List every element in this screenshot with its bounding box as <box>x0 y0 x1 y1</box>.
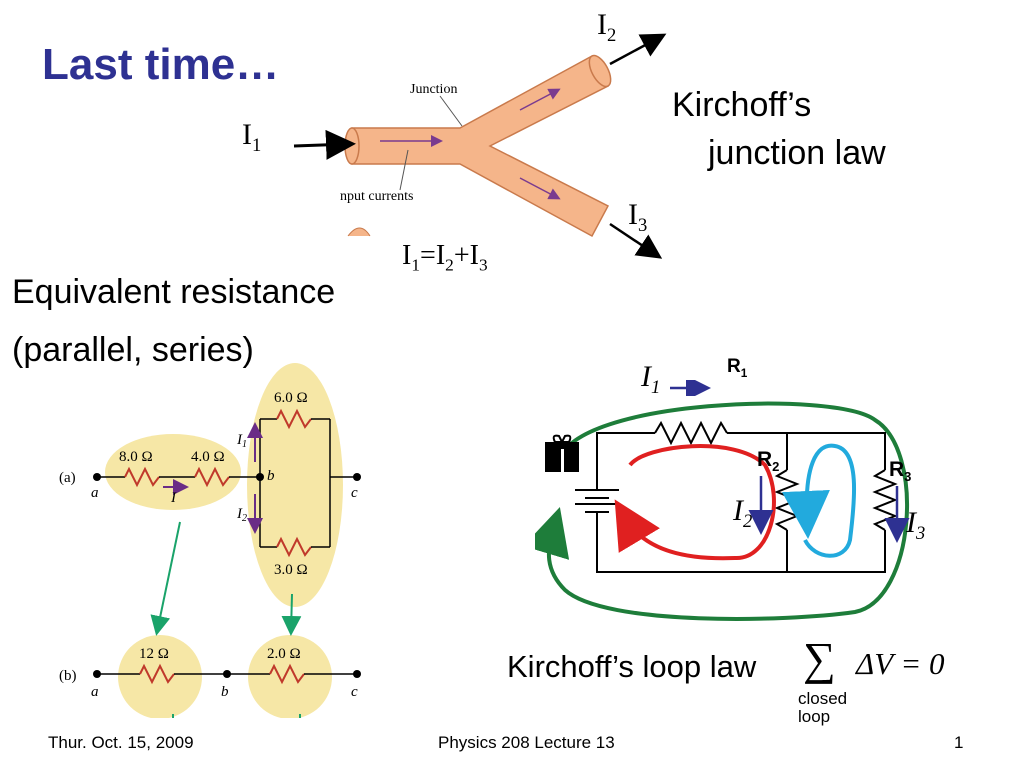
node-b-b: b <box>221 684 229 700</box>
r3-label: R3 <box>889 458 912 485</box>
loop-i2-label: I2 <box>733 494 753 532</box>
r12-highlight <box>118 635 202 718</box>
fig-b-label: (b) <box>59 668 77 684</box>
resistor-network-figure: (a) (b) a b c a b c 8.0 Ω 4.0 Ω 6.0 Ω 3.… <box>59 363 361 718</box>
current-i-label: I <box>170 490 177 506</box>
loop-formula: ΔV = 0 <box>856 646 945 681</box>
r3-label: 3.0 Ω <box>274 562 308 578</box>
node-c: c <box>351 485 358 501</box>
loop-circuit-figure <box>535 401 910 621</box>
loop-law-label: Kirchoff’s loop law <box>507 649 757 684</box>
footer-date: Thur. Oct. 15, 2009 <box>48 733 194 752</box>
r12-label: 12 Ω <box>139 646 169 662</box>
node-c-b: c <box>351 684 358 700</box>
gift-icon <box>545 434 579 472</box>
junction-equation: I1=I2+I3 <box>402 240 488 275</box>
closed-loop-path <box>535 401 909 621</box>
node-a: a <box>91 485 99 501</box>
fig-i2-label: I2 <box>236 506 247 524</box>
footer-page-number: 1 <box>954 733 964 752</box>
r2-highlight <box>248 635 332 718</box>
i1-current-arrow <box>670 380 711 396</box>
cyan-loop-path <box>781 443 857 558</box>
i1-arrow <box>293 129 356 160</box>
r2-label: 2.0 Ω <box>267 646 301 662</box>
junction-label: Junction <box>410 82 457 97</box>
slide-title: Last time… <box>42 40 280 89</box>
r8-label: 8.0 Ω <box>119 449 153 465</box>
series-highlight <box>105 434 241 510</box>
node-b: b <box>267 468 275 484</box>
equiv-resistance-heading: Equivalent resistance <box>12 273 336 311</box>
r6-label: 6.0 Ω <box>274 390 308 406</box>
i3-arrow <box>609 222 663 259</box>
parallel-highlight <box>247 363 343 607</box>
i2-label: I2 <box>597 8 617 46</box>
fig-a-label: (a) <box>59 470 76 486</box>
loop-i3-label: I3 <box>906 506 926 544</box>
fig-i1-label: I1 <box>236 432 247 450</box>
sum-symbol: ∑ <box>803 633 836 684</box>
r1-label: R1 <box>727 356 748 380</box>
r4-label: 4.0 Ω <box>191 449 225 465</box>
equiv-resistance-subheading: (parallel, series) <box>12 331 254 369</box>
footer-course: Physics 208 Lecture 13 <box>438 733 615 752</box>
r2-label: R2 <box>757 448 780 475</box>
node-a-b: a <box>91 684 99 700</box>
junction-law-line1: Kirchoff’s <box>672 86 812 124</box>
junction-figure: Junction nput currents <box>293 33 667 259</box>
junction-tube <box>344 54 612 238</box>
i2-arrow <box>609 33 667 66</box>
i3-label: I3 <box>628 198 648 236</box>
loop-i1-label: I1 <box>641 360 661 398</box>
input-currents-label: nput currents <box>340 189 413 204</box>
junction-law-line2: junction law <box>708 134 886 172</box>
i1-label: I1 <box>242 118 262 156</box>
